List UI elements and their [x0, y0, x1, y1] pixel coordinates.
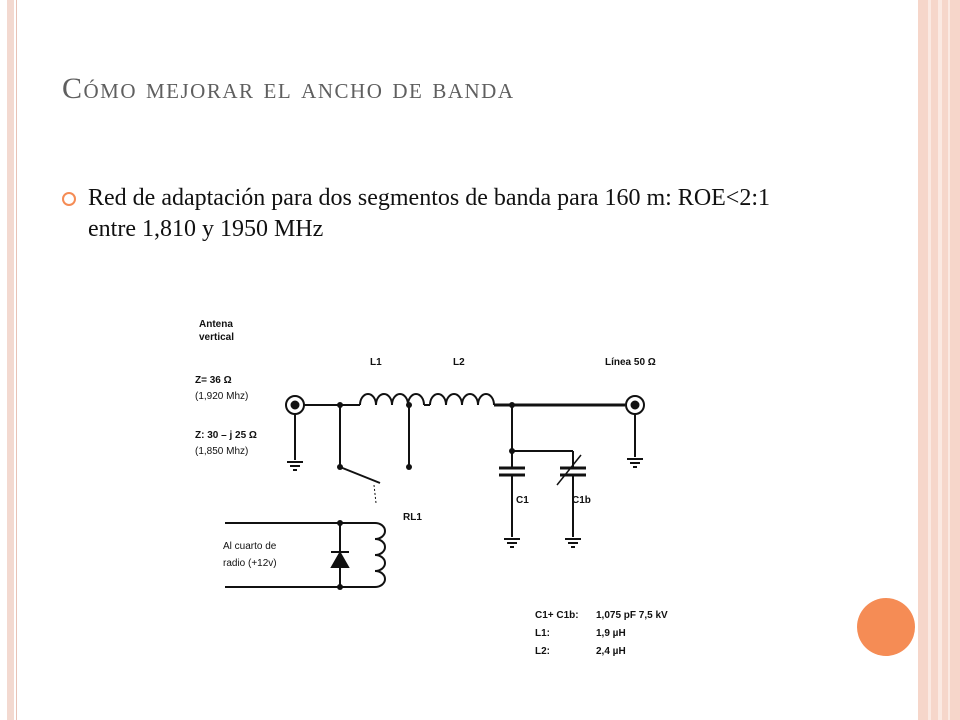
spec-value: 1,9 µH [596, 628, 626, 639]
relay-label: RL1 [403, 512, 422, 523]
decorative-circle [857, 598, 915, 656]
capacitor-c1-label: C1 [516, 495, 529, 506]
inductor-l2-label: L2 [453, 357, 465, 368]
bullet-item: Red de adaptación para dos segmentos de … [62, 183, 812, 245]
right-frame-stripe [938, 0, 942, 720]
antenna-label: vertical [199, 332, 234, 343]
bullet-marker-icon [62, 192, 76, 206]
inductor-l1-icon [359, 393, 425, 406]
spec-value: 1,075 pF 7,5 kV [596, 610, 668, 621]
relay-coil-icon [374, 522, 386, 588]
capacitor-c1b-label: C1b [572, 495, 591, 506]
right-frame-stripe [948, 0, 950, 720]
diode-icon [330, 550, 350, 568]
radio-label: Al cuarto de [223, 541, 277, 552]
right-frame-band [918, 0, 960, 720]
antenna-label: Antena [199, 319, 233, 330]
spec-name: C1+ C1b: [535, 610, 579, 621]
slide-title: Cómo mejorar el ancho de banda [62, 72, 515, 105]
impedance-1-label: Z= 36 Ω [195, 375, 232, 386]
left-frame-band [7, 0, 14, 720]
impedance-1-frequency: (1,920 Mhz) [195, 391, 248, 402]
radio-label: radio (+12v) [223, 558, 277, 569]
bullet-text: Red de adaptación para dos segmentos de … [88, 185, 771, 242]
impedance-2-label: Z: 30 – j 25 Ω [195, 430, 257, 441]
component-specs: C1+ C1b: 1,075 pF 7,5 kV L1: 1,9 µH L2: … [535, 610, 668, 657]
matching-network-diagram: Antena vertical Z= 36 Ω (1,920 Mhz) Z: 3… [195, 319, 668, 657]
impedance-2-frequency: (1,850 Mhz) [195, 446, 248, 457]
spec-name: L1: [535, 628, 550, 639]
right-frame-stripe [928, 0, 931, 720]
line-label: Línea 50 Ω [605, 357, 656, 368]
inductor-l2-icon [429, 393, 495, 406]
spec-value: 2,4 µH [596, 646, 626, 657]
spec-name: L2: [535, 646, 550, 657]
inductor-l1-label: L1 [370, 357, 382, 368]
left-frame-line [16, 0, 17, 720]
